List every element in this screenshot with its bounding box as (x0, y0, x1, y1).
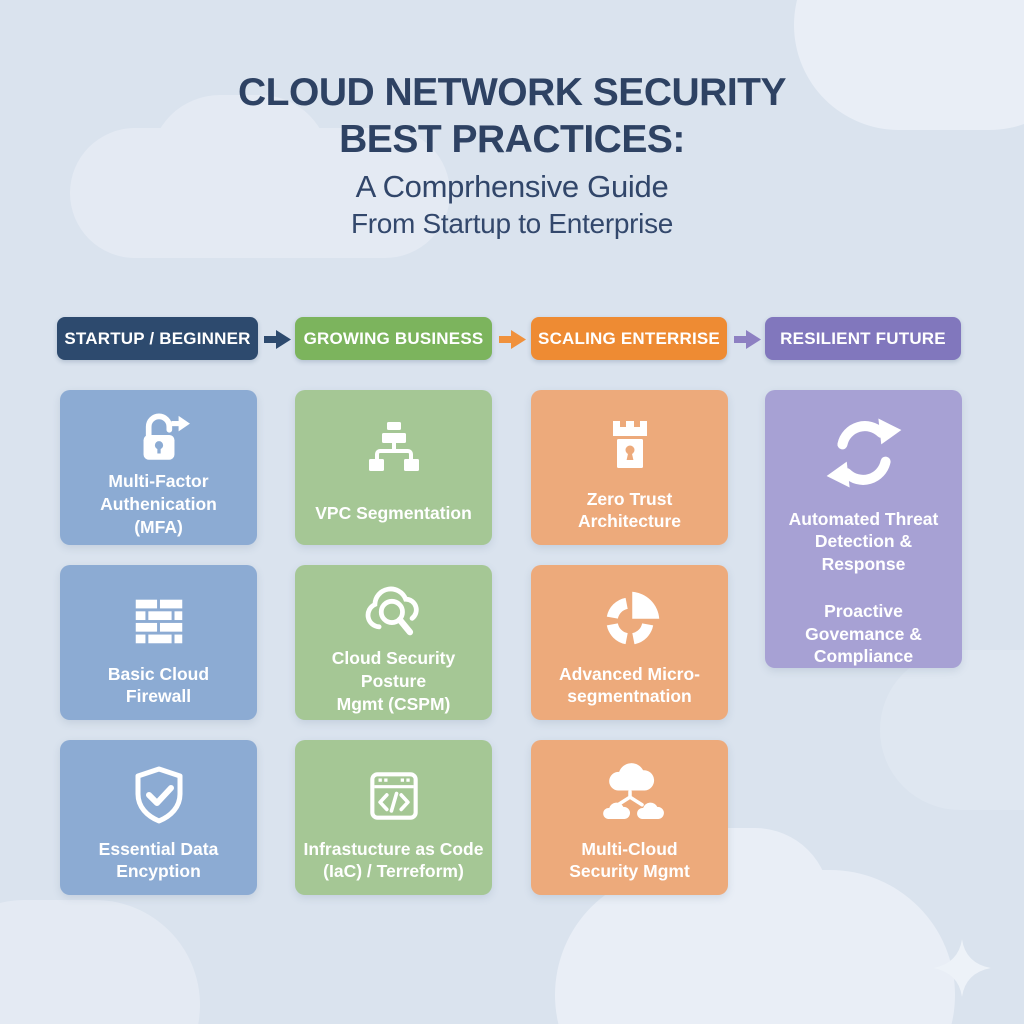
cloud-shape (150, 95, 330, 235)
stage-badge-future: RESILIENT FUTURE (765, 317, 961, 360)
card-label: Essential Data Encyption (98, 838, 219, 882)
network-tree-icon (362, 404, 426, 494)
card-label: Advanced Micro- segmentnation (559, 663, 700, 707)
card-label: Multi-Factor Authenication (MFA) (100, 471, 217, 537)
right-arrow-icon (499, 330, 526, 349)
brick-wall-icon (128, 579, 190, 663)
stage-badge-startup: STARTUP / BEGINNER (57, 317, 258, 360)
multi-cloud-icon (595, 754, 665, 838)
card-firewall: Basic Cloud Firewall (60, 565, 257, 720)
page-title-line1: CLOUD NETWORK SECURITY (238, 71, 787, 114)
card-label: Multi-Cloud Security Mgmt (569, 838, 690, 882)
title-block: CLOUD NETWORK SECURITY BEST PRACTICES: A… (0, 70, 1024, 240)
page-subtitle-line2: From Startup to Enterprise (350, 207, 674, 239)
right-arrow-icon (734, 330, 761, 349)
code-window-icon (361, 754, 427, 838)
sparkle-icon (933, 939, 991, 997)
card-multicloud: Multi-Cloud Security Mgmt (531, 740, 728, 895)
card-label: Infrastucture as Code (IaC) / Terreform) (303, 838, 484, 882)
card-vpc-segmentation: VPC Segmentation (295, 390, 492, 545)
card-zero-trust: Zero Trust Architecture (531, 390, 728, 545)
card-microsegmentation: Advanced Micro- segmentnation (531, 565, 728, 720)
card-label: Automated Threat Detection & Response (788, 508, 939, 575)
card-label: Cloud Security Posture Mgmt (CSPM) (331, 648, 456, 714)
card-future: Automated Threat Detection & Response Pr… (765, 390, 962, 668)
segmented-ring-icon (594, 579, 666, 663)
page-subtitle-line1: A Comprhensive Guide (355, 168, 669, 204)
cycle-arrows-icon (818, 406, 910, 500)
card-label: Basic Cloud Firewall (107, 663, 210, 707)
card-iac: Infrastucture as Code (IaC) / Terreform) (295, 740, 492, 895)
card-mfa: Multi-Factor Authenication (MFA) (60, 390, 257, 545)
page-title-line2: BEST PRACTICES: (339, 117, 685, 161)
cloud-shape (0, 900, 200, 1024)
castle-tower-icon (598, 404, 662, 488)
padlock-arrow-icon (126, 404, 192, 470)
stage-badge-growing: GROWING BUSINESS (295, 317, 492, 360)
right-arrow-icon (264, 330, 291, 349)
card-label: Proactive Govemance & Compliance (805, 600, 922, 667)
card-label: Zero Trust Architecture (577, 488, 682, 532)
cloud-shape (880, 650, 1024, 810)
card-cspm: Cloud Security Posture Mgmt (CSPM) (295, 565, 492, 720)
card-label: VPC Segmentation (315, 503, 472, 524)
card-encryption: Essential Data Encyption (60, 740, 257, 895)
shield-check-icon (127, 754, 191, 838)
stage-badge-scaling: SCALING ENTERRISE (531, 317, 727, 360)
cloud-magnifier-icon (360, 579, 428, 647)
